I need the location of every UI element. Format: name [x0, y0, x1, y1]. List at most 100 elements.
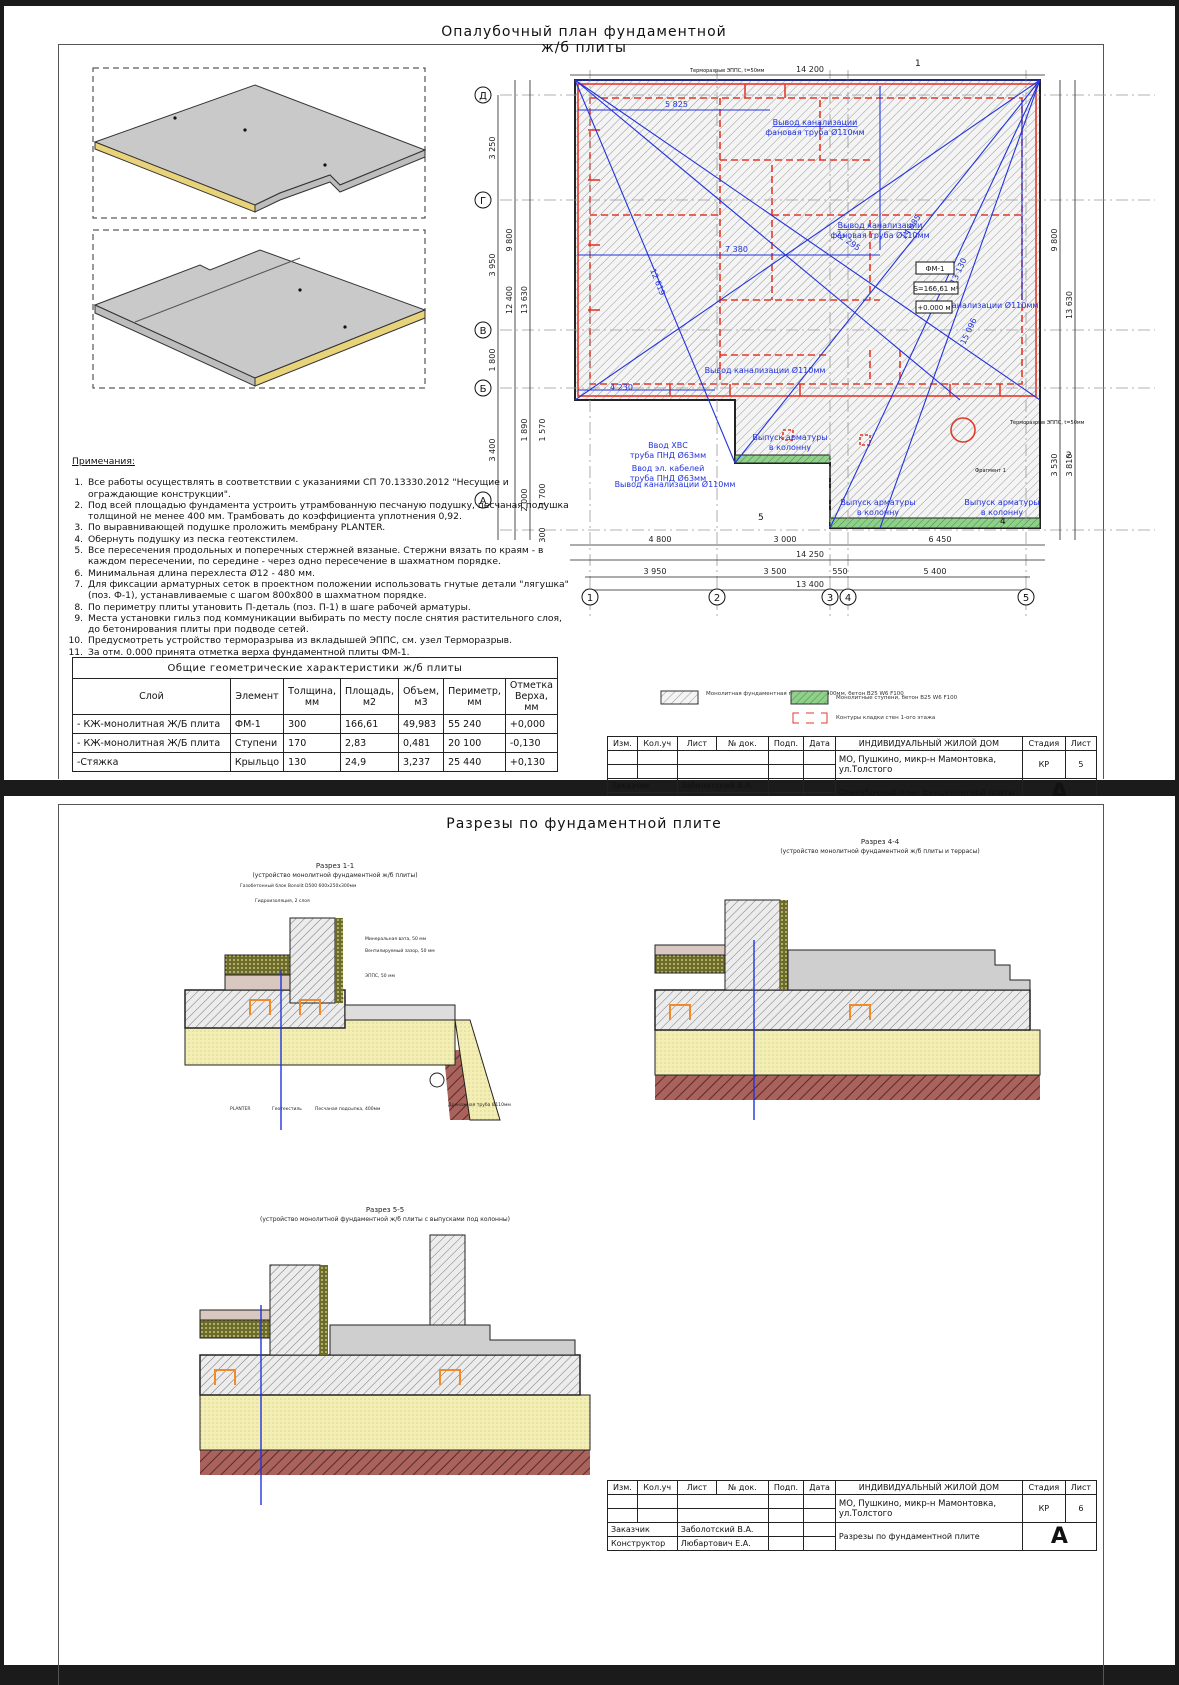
- svg-text:5 825: 5 825: [665, 100, 688, 109]
- svg-text:3 400: 3 400: [488, 439, 497, 462]
- cell: 55 240: [443, 714, 506, 734]
- svg-text:+0.000 м: +0.000 м: [917, 304, 950, 312]
- customer-name: Заболотский В.А.: [676, 1522, 769, 1537]
- svg-text:4: 4: [845, 593, 851, 604]
- company-logo: A: [1021, 1522, 1098, 1551]
- col-header: Толщина, мм: [283, 678, 341, 715]
- callout: Геотекстиль: [272, 1106, 302, 1112]
- cell: 170: [283, 733, 341, 753]
- callout: Дренажная труба Ø110мм: [448, 1101, 511, 1108]
- cell: 24,9: [340, 752, 399, 772]
- col-header: Слой: [72, 678, 231, 715]
- svg-text:Выпуск арматуры: Выпуск арматуры: [840, 498, 915, 507]
- sheet-title: Опалубочный план фундаментной ж/б плиты: [384, 24, 784, 56]
- note-item: Места установки гильз под коммуникации в…: [86, 613, 572, 636]
- cell: 0,481: [397, 733, 445, 753]
- svg-text:6 450: 6 450: [929, 535, 952, 544]
- axis-D: Д: [474, 86, 492, 104]
- svg-text:7 380: 7 380: [725, 245, 748, 254]
- axis-4: 4: [839, 588, 857, 606]
- section-4-subtitle: (устройство монолитной фундаментной ж/б …: [780, 848, 979, 855]
- notes-heading: Примечания:: [72, 456, 135, 467]
- col-header: Объем, м3: [397, 678, 445, 715]
- drawing-name: Разрезы по фундаментной плите: [834, 1522, 1023, 1551]
- svg-text:300: 300: [538, 527, 547, 542]
- svg-text:В: В: [480, 326, 487, 337]
- svg-text:Выпуск арматуры: Выпуск арматуры: [964, 498, 1039, 507]
- designer-label: Конструктор: [607, 1536, 678, 1551]
- detail-marker-circle: [950, 417, 976, 443]
- svg-text:1 800: 1 800: [488, 349, 497, 372]
- cell: 166,61: [340, 714, 399, 734]
- section-1-title: Разрез 1-1: [316, 862, 354, 870]
- project-address: МО, Пушкино, микр-н Мамонтовка, ул.Толст…: [834, 1494, 1023, 1523]
- svg-text:Ввод ХВС: Ввод ХВС: [648, 441, 688, 450]
- callout: ЭППС, 50 мм: [365, 973, 395, 979]
- cell: - КЖ-монолитная Ж/Б плита: [72, 733, 231, 753]
- section-1-subtitle: (устройство монолитной фундаментной ж/б …: [252, 872, 417, 879]
- axis-2: 2: [708, 588, 726, 606]
- svg-text:13 400: 13 400: [796, 580, 824, 589]
- axis-5: 5: [1017, 588, 1035, 606]
- project-address: МО, Пушкино, микр-н Мамонтовка, ул.Толст…: [834, 750, 1023, 779]
- stamp-header: Изм.: [607, 1480, 638, 1495]
- cell: 25 440: [443, 752, 506, 772]
- axis-1: 1: [581, 588, 599, 606]
- svg-text:3 250: 3 250: [488, 137, 497, 160]
- svg-text:в колонну: в колонну: [981, 508, 1023, 517]
- svg-text:14 250: 14 250: [796, 550, 824, 559]
- cell: - КЖ-монолитная Ж/Б плита: [72, 714, 231, 734]
- cell: -Стяжка: [72, 752, 231, 772]
- stamp-header: Кол.уч: [636, 736, 678, 751]
- layout-diagonals: [574, 79, 1041, 529]
- cell: +0,130: [504, 752, 559, 772]
- sheet-number: 6: [1064, 1494, 1098, 1523]
- stamp-header: Подп.: [767, 736, 805, 751]
- section-1-1: Газобетонный блок Bonolit D500 600х250х3…: [184, 882, 511, 1130]
- stamp-header: Кол.уч: [636, 1480, 678, 1495]
- svg-text:5: 5: [1023, 593, 1029, 604]
- svg-text:3: 3: [827, 593, 833, 604]
- svg-text:Терморазрыв ЭППС, t=50мм: Терморазрыв ЭППС, t=50мм: [689, 68, 765, 74]
- cell: ФМ-1: [229, 714, 285, 734]
- drawing-frame: [58, 44, 1104, 779]
- dimension-labels: 14 200 14 250 4 800 3 000 6 450 3 950 3 …: [488, 65, 1074, 589]
- callout: Минеральная вата, 50 мм: [365, 936, 426, 942]
- cell: 3,237: [397, 752, 445, 772]
- stage-label: Стадия: [1021, 736, 1066, 751]
- customer-label: Заказчик: [607, 1522, 678, 1537]
- svg-text:2 000: 2 000: [520, 489, 529, 512]
- notes-block: Примечания: Все работы осуществлять в со…: [72, 456, 572, 658]
- step-green-1: [734, 454, 831, 464]
- callout: Гидроизоляция, 2 слоя: [255, 898, 310, 904]
- cell: 130: [283, 752, 341, 772]
- legend-wall-label: Контуры кладки стен 1-ого этажа: [836, 715, 935, 721]
- plan-drawing: 5 825 7 380 4 230 12 295 12 619 14 985 1…: [92, 59, 1155, 724]
- col-header: Элемент: [229, 678, 285, 715]
- svg-text:Фрагмент 1: Фрагмент 1: [975, 468, 1006, 474]
- isometric-view-1: [92, 67, 427, 219]
- svg-text:ФМ-1: ФМ-1: [925, 265, 944, 273]
- svg-text:3 950: 3 950: [488, 254, 497, 277]
- project-name: ИНДИВИДУАЛЬНЫЙ ЖИЛОЙ ДОМ: [834, 736, 1023, 751]
- svg-text:Вывод канализации: Вывод канализации: [773, 118, 858, 127]
- cell: -0,130: [504, 733, 559, 753]
- col-header: Отметка Верха, мм: [504, 678, 559, 715]
- note-item: Под всей площадью фундамента устроить ут…: [86, 500, 572, 523]
- note-item: Обернуть подушку из песка геотекстилем.: [86, 534, 572, 545]
- cell: Ступени: [229, 733, 285, 753]
- cell: +0,000: [504, 714, 559, 734]
- stage-value: КР: [1021, 750, 1066, 779]
- note-item: Минимальная длина перехлеста Ø12 - 480 м…: [86, 568, 572, 579]
- table-header-row: Слой Элемент Толщина, мм Площадь, м2 Объ…: [72, 678, 559, 715]
- stamp-header: Дата: [803, 736, 836, 751]
- section-5-5: [199, 1234, 591, 1505]
- plan-boxes: ФМ-1 S=166,61 м² +0.000 м Терморазрыв ЭП…: [689, 59, 1085, 527]
- note-item: По периметру плиты утановить П-деталь (п…: [86, 602, 572, 613]
- cell: 300: [283, 714, 341, 734]
- notes-list: Все работы осуществлять в соответствии с…: [72, 477, 572, 658]
- svg-text:фановая труба Ø110мм: фановая труба Ø110мм: [765, 127, 864, 137]
- svg-text:А: А: [480, 496, 487, 507]
- svg-text:1: 1: [915, 59, 921, 69]
- note-item: За отм. 0.000 принята отметка верха фунд…: [86, 647, 572, 658]
